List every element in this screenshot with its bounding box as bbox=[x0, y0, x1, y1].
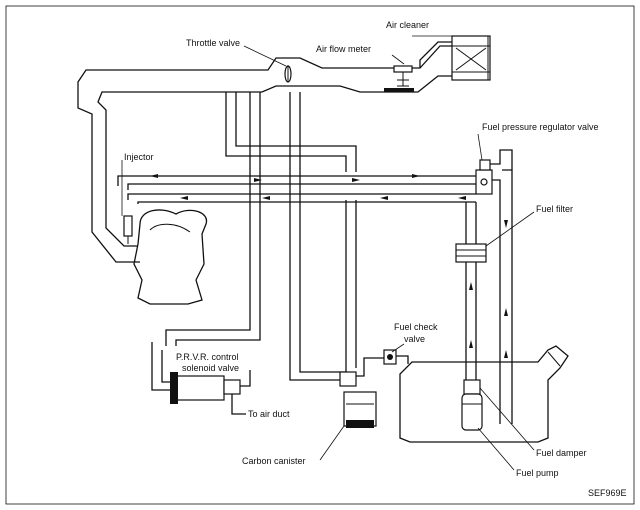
label-fuel-pump: Fuel pump bbox=[516, 468, 559, 478]
injector bbox=[123, 215, 133, 244]
label-prvr-line1: P.R.V.R. control bbox=[176, 352, 239, 362]
throttle-valve bbox=[284, 65, 292, 83]
carbon-canister bbox=[339, 371, 377, 428]
fuel-filter bbox=[455, 243, 487, 263]
air-flow-meter bbox=[384, 65, 414, 92]
label-air-cleaner: Air cleaner bbox=[386, 20, 429, 30]
intake-manifold bbox=[133, 209, 208, 305]
label-air-flow-meter: Air flow meter bbox=[316, 44, 371, 54]
label-throttle-valve: Throttle valve bbox=[186, 38, 240, 48]
label-injector: Injector bbox=[124, 152, 154, 162]
label-to-air-duct: To air duct bbox=[248, 409, 290, 419]
label-fuel-check-valve-line1: Fuel check bbox=[394, 322, 438, 332]
label-carbon-canister: Carbon canister bbox=[242, 456, 306, 466]
leader-lines bbox=[121, 35, 535, 471]
label-prvr-line2: solenoid valve bbox=[182, 363, 239, 373]
vacuum-lines bbox=[165, 92, 357, 381]
fuel-pump-assembly bbox=[461, 379, 483, 431]
supply-line bbox=[465, 202, 477, 380]
label-fuel-check-valve-line2: valve bbox=[404, 334, 425, 344]
fuel-pressure-regulator-valve bbox=[475, 149, 513, 195]
return-line bbox=[492, 169, 513, 424]
air-cleaner bbox=[451, 35, 491, 81]
diagram-frame bbox=[5, 5, 635, 505]
fuel-check-valve bbox=[356, 349, 409, 377]
fuel-tank bbox=[399, 345, 569, 443]
fuel-lines bbox=[117, 174, 476, 204]
label-fuel-pressure-regulator-valve: Fuel pressure regulator valve bbox=[482, 122, 599, 132]
figure-code: SEF969E bbox=[588, 488, 627, 498]
prvr-solenoid-valve bbox=[151, 342, 251, 415]
label-fuel-damper: Fuel damper bbox=[536, 448, 587, 458]
label-fuel-filter: Fuel filter bbox=[536, 204, 573, 214]
